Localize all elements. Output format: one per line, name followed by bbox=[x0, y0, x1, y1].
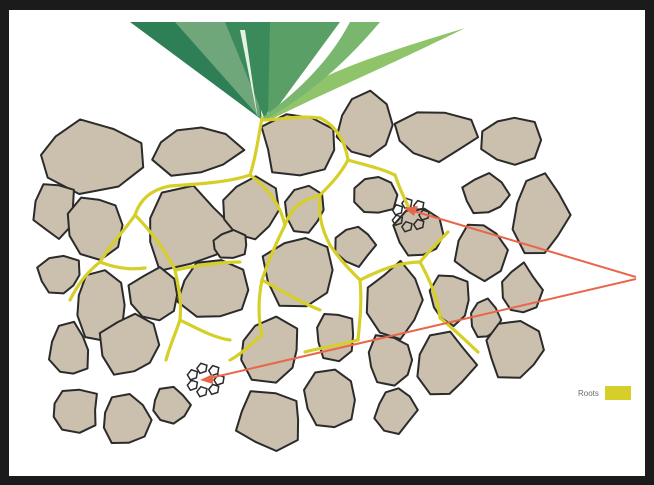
soil-particle bbox=[104, 394, 152, 443]
soil-particle bbox=[354, 177, 397, 213]
soil-particle bbox=[462, 173, 510, 213]
soil-particle bbox=[129, 267, 178, 320]
soil-particle bbox=[369, 335, 412, 385]
soil-particle bbox=[241, 317, 297, 383]
soil-fragment bbox=[209, 384, 219, 394]
soil-fragment bbox=[187, 380, 197, 390]
soil-particle bbox=[374, 388, 418, 434]
soil-particle bbox=[393, 209, 443, 256]
soil-fragment bbox=[197, 363, 207, 373]
soil-particle bbox=[317, 314, 353, 361]
soil-particle bbox=[304, 370, 355, 428]
soil-particle bbox=[33, 184, 74, 239]
soil-particle bbox=[41, 119, 143, 194]
soil-particle bbox=[513, 173, 571, 253]
root bbox=[180, 320, 230, 340]
soil-fragment bbox=[209, 366, 219, 376]
soil-particle bbox=[152, 128, 244, 176]
soil-particle bbox=[54, 390, 97, 433]
root bbox=[348, 160, 395, 175]
arrow-head bbox=[200, 374, 213, 384]
plant-leaves bbox=[130, 22, 465, 120]
soil-particle bbox=[68, 198, 123, 260]
soil-particle bbox=[37, 256, 79, 294]
soil-particle bbox=[236, 391, 298, 451]
soil-particles bbox=[33, 91, 570, 451]
soil-fragment bbox=[197, 387, 207, 397]
soil-particle bbox=[262, 114, 335, 175]
soil-particle bbox=[395, 112, 478, 162]
soil-particle bbox=[455, 225, 508, 281]
soil-particle bbox=[285, 186, 324, 233]
legend-label: Roots bbox=[578, 389, 599, 398]
legend-swatch bbox=[605, 386, 631, 400]
soil-particle bbox=[486, 321, 544, 378]
soil-particle bbox=[153, 387, 191, 424]
soil-fragment bbox=[187, 370, 197, 380]
soil-particle bbox=[481, 118, 541, 165]
legend: Roots bbox=[578, 386, 631, 400]
root bbox=[100, 262, 145, 269]
root bbox=[166, 320, 180, 360]
